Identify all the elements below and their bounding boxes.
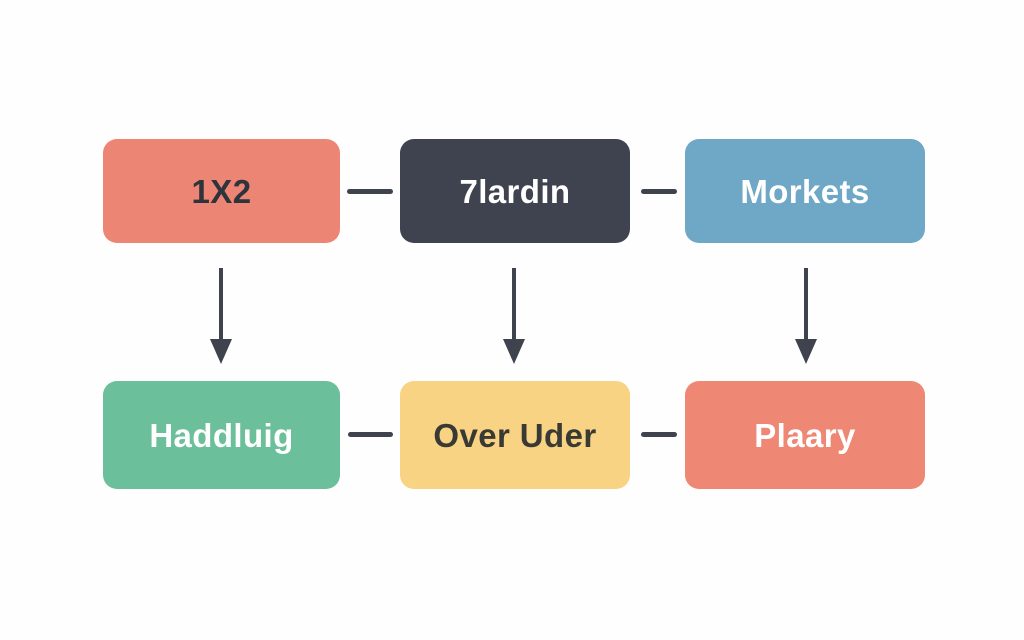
- connector-line-bottom-1-2: [348, 432, 393, 437]
- node-label: Morkets: [740, 172, 870, 210]
- connector-line-top-1-2: [347, 189, 393, 194]
- connector-line-top-2-3: [641, 189, 677, 194]
- node-hardin[interactable]: 7lardin: [400, 139, 630, 243]
- node-label: Plaary: [754, 416, 856, 454]
- node-haddluig[interactable]: Haddluig: [103, 381, 340, 489]
- node-label: Over Uder: [433, 416, 597, 454]
- node-label: 1X2: [191, 172, 252, 210]
- node-label: 7lardin: [459, 172, 571, 210]
- node-1x2[interactable]: 1X2: [103, 139, 340, 243]
- node-morkets[interactable]: Morkets: [685, 139, 925, 243]
- arrow-down-icon-column-2: [501, 268, 527, 366]
- node-label: Haddluig: [149, 416, 294, 454]
- arrow-down-icon-column-3: [793, 268, 819, 366]
- arrow-down-icon-column-1: [208, 268, 234, 366]
- node-plaary[interactable]: Plaary: [685, 381, 925, 489]
- connector-line-bottom-2-3: [641, 432, 677, 437]
- node-over-uder[interactable]: Over Uder: [400, 381, 630, 489]
